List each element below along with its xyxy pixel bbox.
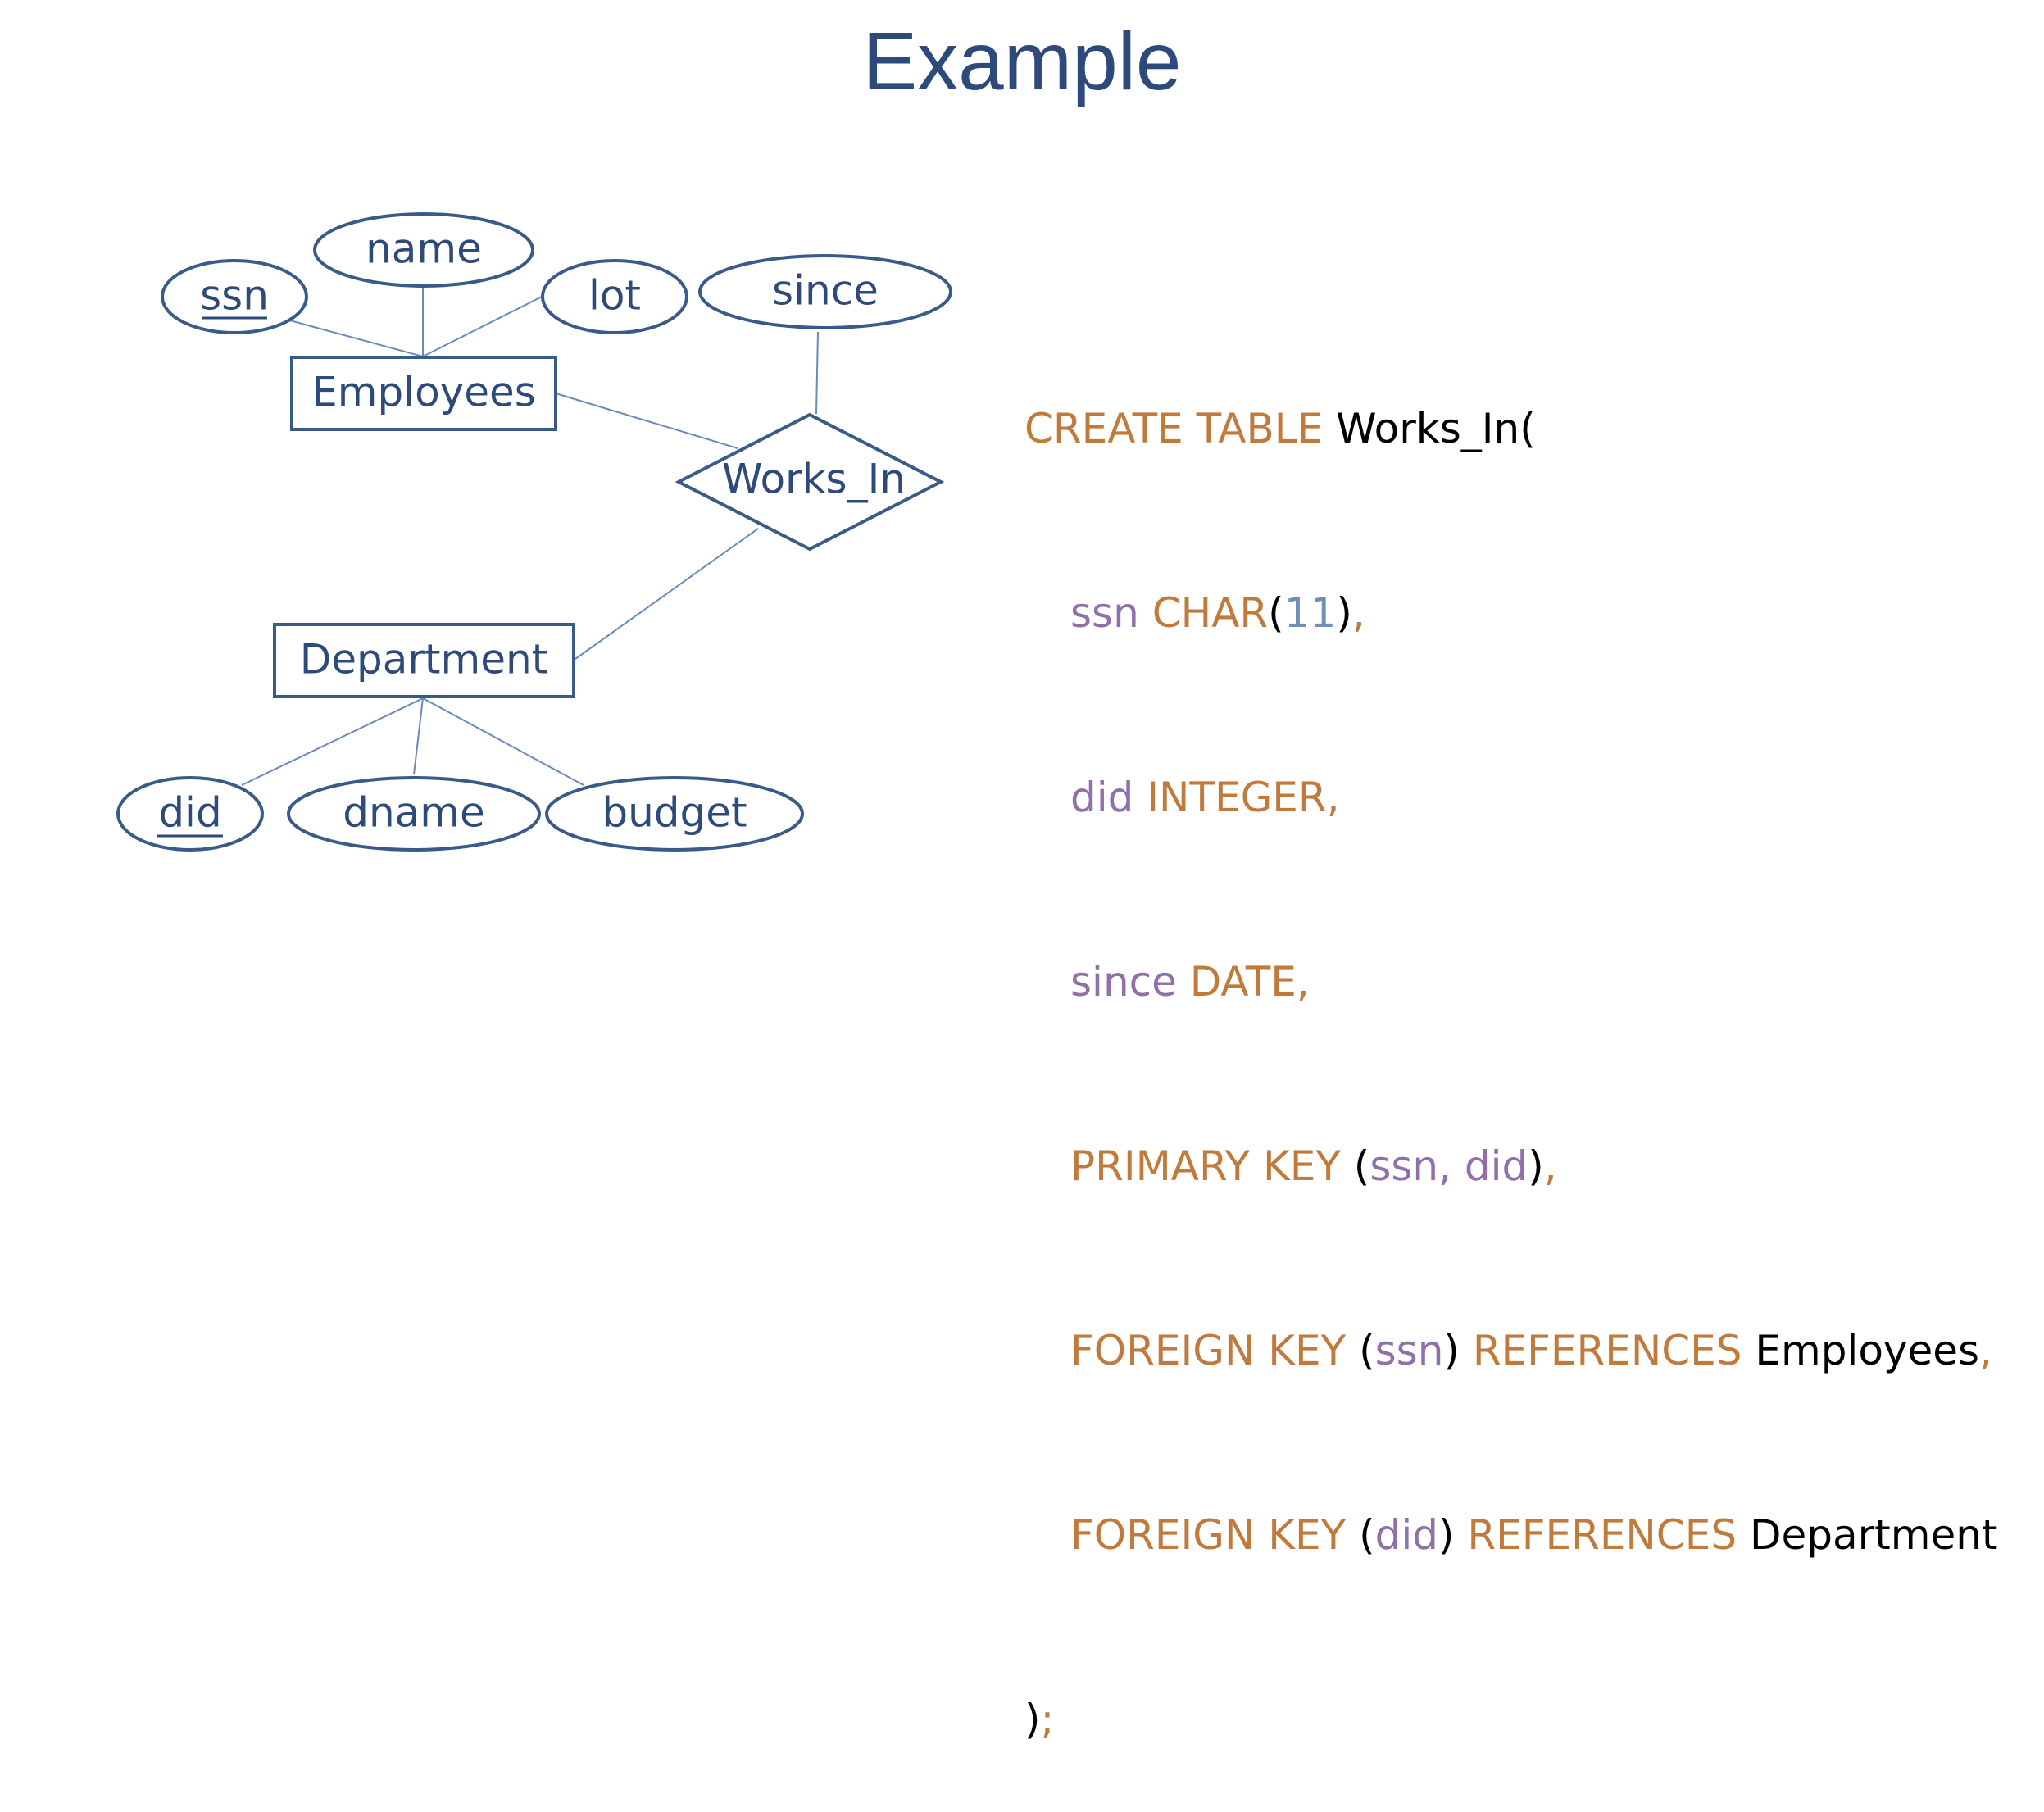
sql-line-since: since DATE, [1070,958,1310,1006]
sql-line-foreign-key-did: FOREIGN KEY (did) REFERENCES Department [1070,1511,1998,1559]
entity-employees-box[interactable] [290,356,557,431]
sql-line-create: CREATE TABLE Works_In( [1024,405,1536,452]
sql-type-date: DATE [1189,958,1297,1006]
link-department-dname [413,697,424,775]
sql-type-char: CHAR [1151,589,1269,637]
sql-column-ssn: ssn [1070,589,1139,637]
attribute-budget-ellipse[interactable] [545,776,804,852]
sql-keyword-references: REFERENCES [1467,1511,1737,1559]
sql-line-foreign-key-ssn: FOREIGN KEY (ssn) REFERENCES Employees, [1070,1327,1992,1374]
sql-char-length: 11 [1283,589,1337,637]
sql-keyword-foreign-key: FOREIGN KEY [1070,1327,1347,1374]
attribute-ssn-label: ssn [200,272,269,320]
attribute-ssn-ellipse[interactable] [161,259,308,334]
attribute-dname-ellipse[interactable] [287,776,541,852]
attribute-name-ellipse[interactable] [313,212,534,288]
sql-ref-department: Department [1749,1511,1998,1559]
sql-line-did: did INTEGER, [1070,774,1340,821]
link-department-did [241,697,424,786]
link-works-in-department [575,528,759,660]
attribute-lot-ellipse[interactable] [541,259,688,334]
link-ssn-employees [286,319,424,357]
sql-line-close: ); [1024,1696,1055,1743]
sql-line-primary-key: PRIMARY KEY (ssn, did), [1070,1142,1557,1190]
sql-ref-employees: Employees [1755,1327,1980,1374]
attribute-did-label: did [158,789,221,837]
attribute-dname-label: dname [343,789,485,837]
er-diagram: Employees Department Works_In ssn name l… [116,212,952,852]
link-lot-employees [422,294,546,357]
sql-pk-did: did [1464,1142,1528,1190]
sql-column-did: did [1070,774,1134,821]
sql-type-integer: INTEGER [1147,774,1327,821]
sql-fk-did: did [1374,1511,1438,1559]
attribute-since-ellipse[interactable] [698,254,952,329]
attribute-budget-label: budget [602,789,747,837]
link-since-works-in [815,331,819,415]
entity-department-label: Department [300,636,548,683]
link-employees-works-in [555,393,738,449]
entity-department-box[interactable] [273,623,575,698]
sql-code-block: CREATE TABLE Works_In( ssn CHAR(11), did… [1024,275,1998,1812]
attribute-did-ellipse[interactable] [116,776,264,852]
slide-title: Example [862,16,1182,107]
attribute-name-label: name [366,225,482,273]
sql-line-ssn: ssn CHAR(11), [1070,589,1365,637]
sql-table-name: Works_In [1336,405,1520,452]
sql-pk-ssn: ssn [1369,1142,1439,1190]
sql-keyword-references: REFERENCES [1472,1327,1742,1374]
sql-keyword-create-table: CREATE TABLE [1024,405,1324,452]
entity-employees-label: Employees [311,369,536,416]
sql-column-since: since [1070,958,1177,1006]
attribute-lot-label: lot [588,272,641,320]
sql-keyword-primary-key: PRIMARY KEY [1070,1142,1341,1190]
sql-keyword-foreign-key: FOREIGN KEY [1070,1511,1347,1559]
attribute-since-label: since [772,267,879,315]
relationship-works-in-diamond[interactable] [675,412,945,552]
sql-fk-ssn: ssn [1374,1327,1444,1374]
relationship-works-in-label: Works_In [722,456,906,503]
link-department-budget [422,697,584,786]
